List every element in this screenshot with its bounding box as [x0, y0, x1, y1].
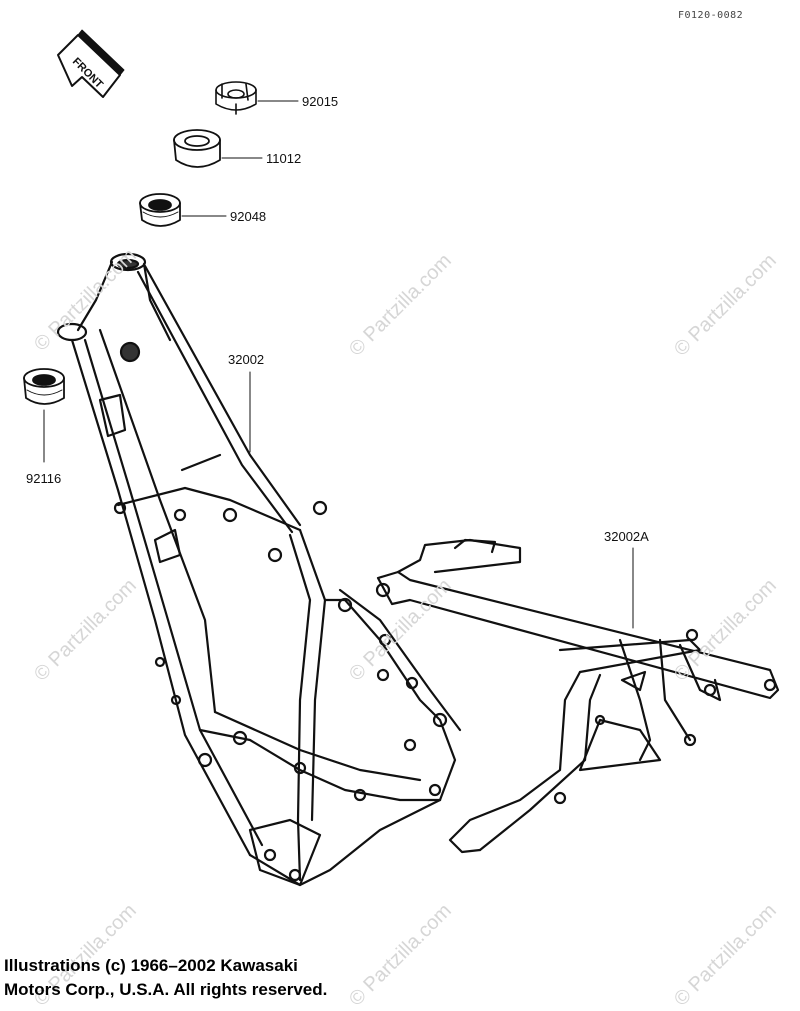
- part-label-92048: 92048: [230, 209, 267, 224]
- diagram-code: F0120-0082: [678, 10, 744, 21]
- seal-92048-icon: [139, 193, 181, 227]
- part-label-32002: 32002: [228, 352, 265, 367]
- copyright-line-1: Illustrations (c) 1966–2002 Kawasaki: [4, 956, 298, 975]
- main-frame-32002-icon: [56, 252, 462, 887]
- rear-frame-32002a-icon: [375, 538, 780, 854]
- seal-92116-icon: [23, 368, 65, 405]
- front-arrow-icon: FRONT: [57, 29, 125, 98]
- nut-92015-icon: [215, 81, 257, 115]
- copyright-line-2: Motors Corp., U.S.A. All rights reserved…: [4, 980, 328, 999]
- part-label-32002a: 32002A: [604, 529, 649, 544]
- part-label-11012: 11012: [266, 151, 302, 166]
- part-label-92015: 92015: [302, 94, 339, 109]
- part-label-92116: 92116: [26, 471, 62, 486]
- cup-11012-icon: [173, 129, 221, 168]
